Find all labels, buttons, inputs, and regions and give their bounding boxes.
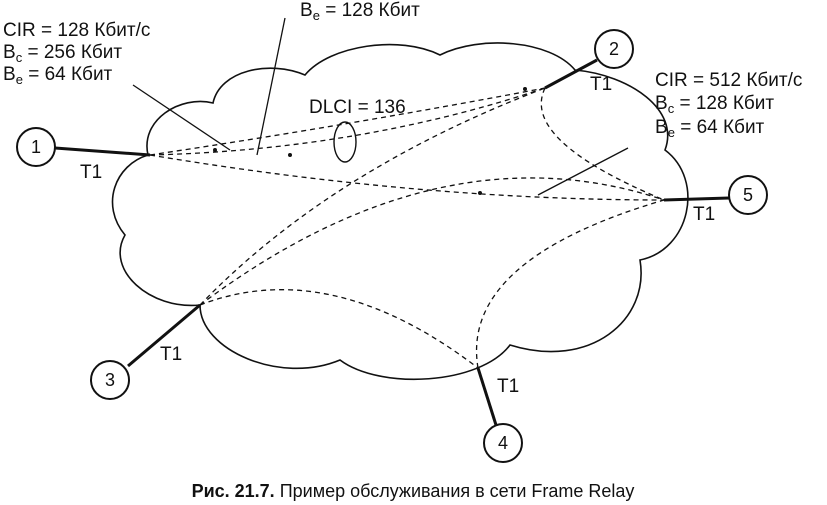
node-5[interactable]: 5 xyxy=(728,175,768,215)
node-1[interactable]: 1 xyxy=(16,127,56,167)
vc-1-to-2-lower xyxy=(149,87,546,156)
access-line-4 xyxy=(476,367,498,426)
node-2[interactable]: 2 xyxy=(594,29,634,69)
vc-3-to-4 xyxy=(199,289,479,369)
network-cloud xyxy=(111,42,689,380)
leader-right xyxy=(537,147,629,196)
access-line-2 xyxy=(544,58,598,90)
arrow-dot xyxy=(478,191,482,195)
leader-top xyxy=(256,17,286,156)
t1-label-node5: T1 xyxy=(693,204,715,225)
left-bc: Bc = 256 Кбит xyxy=(3,42,122,65)
vc-1-to-5 xyxy=(149,154,665,201)
access-line-5 xyxy=(663,196,730,202)
node-3[interactable]: 3 xyxy=(90,360,130,400)
access-line-1 xyxy=(54,146,151,157)
vc-3-to-2 xyxy=(199,87,546,306)
access-line-3 xyxy=(127,303,201,368)
left-be: Be = 64 Кбит xyxy=(3,64,113,87)
arrow-dot xyxy=(523,87,527,91)
arrow-dot xyxy=(288,153,292,157)
top-be: Be = 128 Кбит xyxy=(300,0,420,23)
arrow-dot xyxy=(213,148,217,152)
right-be: Be = 64 Кбит xyxy=(655,117,765,140)
node-4-label: 4 xyxy=(498,433,508,453)
t1-label-node2: T1 xyxy=(590,74,612,95)
left-cir: CIR = 128 Кбит/с xyxy=(3,20,150,41)
leader-left xyxy=(132,84,231,151)
right-cir: CIR = 512 Кбит/с xyxy=(655,70,802,91)
figure-caption: Рис. 21.7. Пример обслуживания в сети Fr… xyxy=(192,481,635,501)
t1-label-node3: T1 xyxy=(160,344,182,365)
t1-label-node1: T1 xyxy=(80,162,102,183)
dlci-label: DLCI = 136 xyxy=(309,97,406,118)
vc-4-to-5 xyxy=(476,199,665,369)
node-4[interactable]: 4 xyxy=(483,423,523,463)
node-5-label: 5 xyxy=(743,185,753,205)
t1-label-node4: T1 xyxy=(497,376,519,397)
node-3-label: 3 xyxy=(105,370,115,390)
right-bc: Bc = 128 Кбит xyxy=(655,93,774,116)
vc-2-to-5 xyxy=(540,87,665,201)
node-2-label: 2 xyxy=(609,39,619,59)
dlci-ellipse xyxy=(333,121,357,163)
node-1-label: 1 xyxy=(31,137,41,157)
vc-3-to-5 xyxy=(199,177,665,306)
